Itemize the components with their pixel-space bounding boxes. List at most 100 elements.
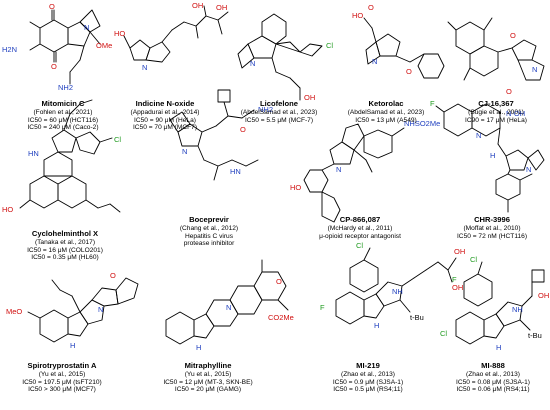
compound-name: Spirotryprostatin A — [27, 361, 97, 370]
atom-meo: MeO — [6, 307, 22, 316]
compound-line: IC50 = 72 nM (HCT116) — [456, 232, 528, 240]
atom-h: H — [374, 321, 379, 330]
atom-oh: OH — [192, 1, 203, 10]
compound-line: IC50 = 5.5 μM (MCF-7) — [244, 116, 314, 124]
atom-n: N — [84, 23, 89, 32]
atom-n: N — [142, 63, 147, 72]
atom-o: O — [506, 87, 512, 96]
caption-indicine-n-oxide: Indicine N-oxide (Appadurai et al., 2014… — [110, 99, 220, 132]
compound-name: Mitraphylline — [184, 361, 232, 370]
structure-cp-866087 — [303, 123, 405, 223]
caption-mitraphylline: Mitraphylline (Yu et al., 2015) IC50 = 1… — [150, 361, 266, 394]
atom-n: N — [526, 165, 531, 174]
atom-n: N — [532, 65, 537, 74]
atom-cl: Cl — [440, 329, 447, 338]
atom-o: O — [510, 31, 516, 40]
atom-n: N — [182, 147, 187, 156]
compound-name: Cyclohelminthol X — [31, 229, 99, 238]
compound-line: IC50 = 16 μM (COLO201) — [27, 246, 103, 254]
compound-line: IC50 > 300 μM (MCF7) — [28, 386, 96, 394]
compound-name: CHR-3996 — [474, 215, 510, 224]
structure-cj-16367 — [447, 17, 545, 81]
atom-oh: OH — [538, 291, 549, 300]
compound-line: Hepatitis C virus — [184, 232, 233, 240]
compound-name: Licofelone — [260, 99, 298, 108]
atom-oh: OH — [452, 283, 463, 292]
caption-cyclohelminthol-x: Cyclohelminthol X (Tanaka et al., 2017) … — [10, 229, 120, 262]
compound-line: IC50 = 0.08 μM (SJSA-1) — [456, 378, 530, 386]
compound-name: MI-219 — [356, 361, 380, 370]
structure-spirotryprostatin-a — [27, 277, 139, 343]
caption-licofelone: Licofelone (AbdelSamad et al., 2023) IC5… — [224, 99, 334, 124]
compound-line: (Chang et al., 2012) — [179, 224, 239, 232]
atom-tbu: t-Bu — [410, 313, 424, 322]
atom-nh: NH — [512, 305, 523, 314]
structure-mitomycin-c — [29, 9, 101, 85]
compound-line: (Yu et al., 2015) — [38, 370, 86, 378]
atom-cl: Cl — [326, 41, 333, 50]
compound-line: IC90 = 17 μM (HeLa) — [465, 116, 527, 124]
atom-ho: HO — [114, 29, 125, 38]
atom-h: H — [490, 151, 495, 160]
atom-ho: HO — [352, 11, 363, 20]
structure-licofelone — [237, 13, 323, 101]
caption-chr-3996: CHR-3996 (Moffat et al., 2010) IC50 = 72… — [440, 215, 544, 240]
atom-cl: Cl — [470, 255, 477, 264]
caption-cj-16367: CJ-16,367 (Sugie et al., 2001) IC90 = 17… — [446, 99, 546, 124]
caption-mi-888: MI-888 (Zhao et al., 2013) IC50 = 0.08 μ… — [440, 361, 546, 394]
structure-indicine-n-oxide — [123, 5, 229, 63]
caption-cp-866087: CP-866,087 (McHardy et al., 2011) μ-opio… — [300, 215, 420, 240]
atom-nh: NH — [392, 287, 403, 296]
compound-line: (Tanaka et al., 2017) — [34, 238, 96, 246]
compound-name: Indicine N-oxide — [135, 99, 195, 108]
compound-line: IC50 = 90 μM (HeLa) — [134, 116, 196, 124]
atom-n: N — [476, 131, 481, 140]
compound-line: IC50 = 20 μM (GAMG) — [174, 386, 242, 394]
compound-name: MI-888 — [481, 361, 505, 370]
compound-name: CP-866,087 — [339, 215, 381, 224]
structure-mi-888 — [455, 261, 545, 345]
atom-n: N — [336, 165, 341, 174]
structure-boceprevir — [169, 89, 259, 181]
compound-name: Mitomicin C — [41, 99, 85, 108]
compound-line: IC50 = 0.06 μM (RS4;11) — [456, 386, 530, 394]
atom-nh2: NH2 — [58, 83, 73, 92]
atom-nhoh: N-OH — [506, 109, 525, 118]
compound-line: IC50 = 12 μM (MT-3, SKN-BE) — [163, 378, 253, 386]
structure-ketorolac — [363, 17, 445, 79]
atom-hn: HN — [230, 167, 241, 176]
atom-hn: HN — [28, 149, 39, 158]
atom-co2me: CO2Me — [268, 313, 294, 322]
atom-h: H — [70, 341, 75, 350]
compound-line: (AbdelSamad et al., 2023) — [347, 108, 425, 116]
atom-nh2: NH2 — [258, 105, 273, 114]
compound-line: IC50 = 0.5 μM (RS4;11) — [333, 386, 403, 394]
caption-mitomicin-c: Mitomicin C (Fohlen et al., 2021) IC50 =… — [8, 99, 118, 132]
compound-line: IC50 = 240 μM (Caco-2) — [27, 124, 99, 132]
compound-line: IC50 = 70 μM (MCF7) — [132, 124, 198, 132]
compound-name: CJ-16,367 — [478, 99, 514, 108]
atom-cl: Cl — [114, 135, 121, 144]
structure-cyclohelminthol-x — [19, 99, 121, 213]
compound-line: (Zhao et al., 2013) — [466, 370, 520, 378]
compound-line: μ-opioid receptor antagonist — [319, 232, 401, 240]
caption-mi-219: MI-219 (Zhao et al., 2013) IC50 = 0.9 μM… — [316, 361, 420, 394]
atom-o: O — [368, 3, 374, 12]
atom-h: H — [496, 343, 501, 352]
atom-ho: HO — [290, 183, 301, 192]
atom-o: O — [51, 62, 57, 71]
atom-ho: HO — [2, 205, 13, 214]
structure-mi-219 — [335, 247, 457, 325]
caption-spirotryprostatin-a: Spirotryprostatin A (Yu et al., 2015) IC… — [4, 361, 120, 394]
compound-line: IC50 = 0.9 μM (SJSA-1) — [332, 378, 404, 386]
compound-line: (Sugie et al., 2001) — [468, 108, 524, 116]
caption-boceprevir: Boceprevir (Chang et al., 2012) Hepatiti… — [154, 215, 264, 248]
compound-line: IC50 = 0.35 μM (HL60) — [31, 254, 99, 262]
atom-tbu: t-Bu — [528, 331, 542, 340]
compound-line: protease inhibitor — [183, 240, 235, 248]
atom-h2n: H2N — [2, 45, 17, 54]
structure-mitraphylline — [165, 259, 289, 345]
atom-o: O — [49, 2, 55, 11]
atom-oh: OH — [454, 247, 465, 256]
